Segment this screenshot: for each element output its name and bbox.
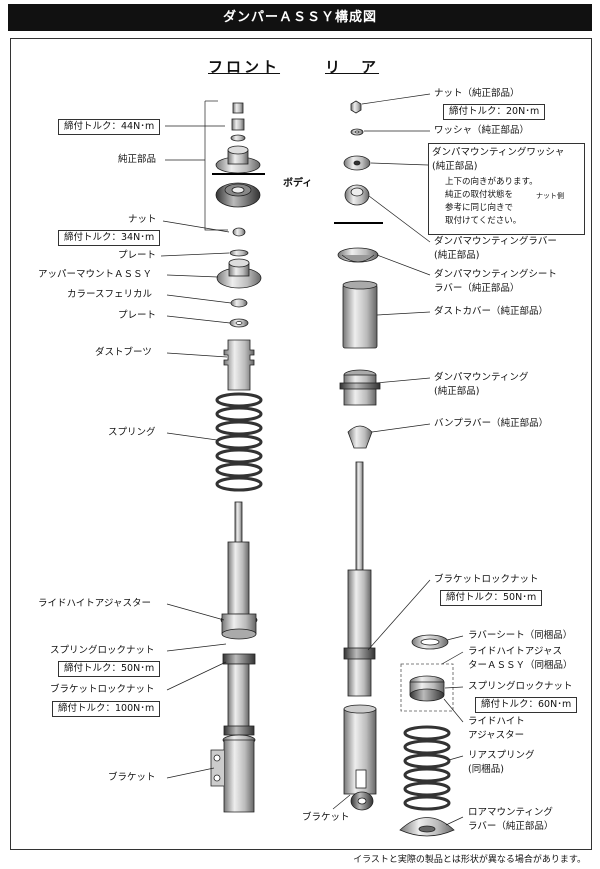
front-plate-lower-label: プレート	[118, 310, 157, 321]
mount-washer-note-3: 参考に同じ向きで	[445, 203, 514, 213]
rear-bracket-lock-nut-label: ブラケットロックナット	[434, 574, 539, 585]
rear-rh-adjuster-assy-label: ライドハイトアジャス	[468, 646, 562, 657]
rear-lower-mount-rubber-label: ロアマウンティング	[468, 807, 553, 818]
rear-dust-cover-label: ダストカバー（純正部品）	[434, 306, 549, 317]
front-top-nut-part	[232, 102, 244, 114]
front-spherical-collar-label: カラースフェリカル	[67, 289, 153, 300]
rear-torque-60: 締付トルク：60N･m	[475, 697, 578, 713]
front-spring-lock-nut-label: スプリングロックナット	[50, 645, 155, 656]
front-nut-label: ナット	[128, 214, 157, 225]
rear-spring-included: (同梱品)	[468, 764, 504, 775]
nut-side-label: ナット側	[536, 192, 564, 200]
rear-nut-label: ナット（純正部品）	[434, 88, 520, 99]
front-torque-100: 締付トルク：100N･m	[52, 701, 161, 717]
front-plate-upper-label: プレート	[118, 250, 157, 261]
front-torque-50: 締付トルク：50N･m	[58, 661, 161, 677]
rear-torque-20: 締付トルク：20N･m	[443, 104, 546, 120]
rear-seat-rubber-label: ダンパマウンティングシート	[434, 269, 557, 280]
rear-spring-lock-nut-label: スプリングロックナット	[468, 681, 573, 692]
rear-washer-label: ワッシャ（純正部品）	[434, 125, 530, 136]
rear-damper-mounting-label: ダンパマウンティング	[434, 372, 529, 383]
diagram-title: ダンパーＡＳＳＹ構成図	[8, 4, 592, 31]
rear-rubber-sheet-label: ラバーシート（同梱品）	[468, 630, 573, 641]
leader-lines	[160, 93, 464, 826]
front-spring-label: スプリング	[108, 427, 156, 438]
footnote: イラストと実際の製品とは形状が異なる場合があります。	[353, 855, 586, 865]
front-assembly	[210, 102, 265, 813]
front-bracket-lock-nut-label: ブラケットロックナット	[50, 684, 155, 695]
front-top-collar-part	[231, 118, 245, 131]
mount-washer-note-2: 純正の取付状態を	[445, 190, 514, 200]
front-torque-34: 締付トルク：34N･m	[58, 230, 161, 246]
front-bracket-label: ブラケット	[108, 772, 156, 783]
mount-washer-note-4: 取付けてください。	[445, 216, 522, 226]
mount-washer-oem: (純正部品)	[432, 161, 478, 172]
rear-rh-adjuster-label-2: アジャスター	[468, 730, 525, 741]
rear-mount-rubber-label: ダンパマウンティングラバー	[434, 236, 557, 247]
rear-seat-rubber-oem: ラバー（純正部品）	[434, 283, 520, 294]
mount-washer-note-1: 上下の向きがあります。	[445, 177, 538, 187]
front-ride-height-adjuster-label: ライドハイトアジャスター	[38, 598, 151, 609]
front-torque-44: 締付トルク：44N･m	[58, 119, 161, 135]
rear-spring-label: リアスプリング	[468, 750, 535, 761]
front-upper-mount-label: アッパーマウントＡＳＳＹ	[38, 269, 153, 280]
rear-lower-mount-rubber-oem: ラバー（純正部品）	[468, 821, 554, 832]
rear-bracket-label: ブラケット	[302, 812, 350, 823]
mount-washer-label: ダンパマウンティングワッシャ	[432, 147, 565, 158]
mount-washer-callout: ダンパマウンティングワッシャ (純正部品) 上下の向きがあります。 純正の取付状…	[428, 143, 585, 235]
rear-bump-rubber-label: バンプラバー（純正部品）	[434, 418, 549, 429]
front-oem-part-label: 純正部品	[118, 154, 157, 165]
body-label: ボディ	[283, 178, 313, 189]
rear-torque-50: 締付トルク：50N･m	[440, 590, 543, 606]
front-dust-boot-label: ダストブーツ	[95, 347, 152, 358]
front-heading: フロント	[208, 58, 281, 76]
rear-rh-adjuster-assy-included: ターＡＳＳＹ（同梱品）	[468, 660, 573, 671]
front-top-washer-part	[230, 134, 246, 142]
rear-rh-adjuster-label: ライドハイト	[468, 716, 525, 727]
rear-assembly	[334, 100, 455, 837]
diagram-frame	[10, 38, 592, 850]
rear-heading: リ ア	[325, 58, 380, 76]
rear-mount-rubber-oem: (純正部品)	[434, 250, 480, 261]
rear-damper-mounting-oem: (純正部品)	[434, 386, 480, 397]
